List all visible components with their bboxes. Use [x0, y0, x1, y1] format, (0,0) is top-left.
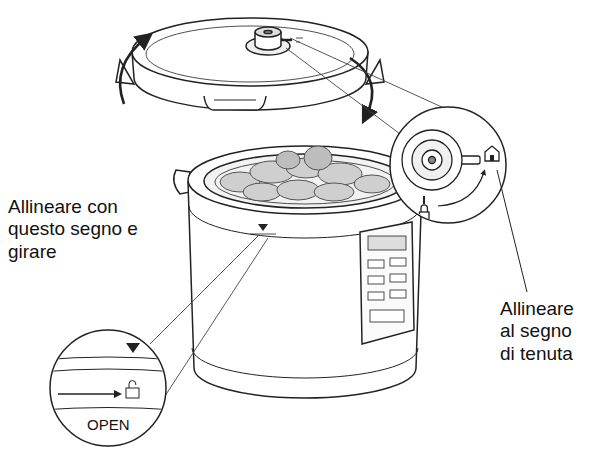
panel-button	[368, 260, 384, 268]
zoom-leader	[150, 236, 268, 396]
rim-line	[40, 408, 176, 411]
potato	[304, 146, 332, 170]
mark-detail	[40, 330, 176, 446]
valve-detail	[390, 107, 506, 223]
potato	[276, 151, 300, 169]
detail-circle	[390, 107, 506, 223]
lock-icon-shackle	[421, 205, 427, 212]
valve-ring	[412, 140, 452, 180]
panel-button	[370, 310, 404, 322]
potato	[354, 175, 390, 193]
pot-base-line	[192, 348, 418, 378]
lid-handle-grip	[214, 100, 256, 101]
zoom-line	[165, 238, 268, 396]
zoom-line	[286, 48, 400, 134]
control-panel	[360, 222, 414, 344]
potato	[314, 183, 354, 201]
valve-outer	[402, 130, 462, 190]
pot-rim	[188, 146, 422, 214]
potato	[243, 183, 281, 201]
open-lock-shackle	[129, 381, 136, 388]
seal-icon	[485, 146, 499, 161]
valve-hole	[429, 157, 436, 164]
zoom-line	[150, 236, 258, 344]
lock-icon-body	[420, 212, 430, 219]
potato	[277, 180, 319, 200]
panel-button	[390, 290, 406, 298]
rotate-arrow	[120, 38, 146, 104]
mark-detail-content	[40, 343, 176, 410]
valve-hole	[264, 30, 272, 33]
rim-line	[40, 357, 176, 360]
pot-mark-line	[250, 234, 276, 235]
detail-circle	[50, 330, 166, 446]
valve-top-view	[402, 130, 499, 219]
turn-arrow	[438, 172, 484, 206]
valve-cap	[422, 150, 442, 170]
zoom-line	[290, 38, 444, 108]
align-mark	[258, 224, 268, 231]
lid-ring	[146, 26, 354, 82]
leader-line	[497, 170, 527, 292]
panel-button	[368, 276, 384, 284]
panel-button	[390, 274, 406, 282]
rotate-arrows	[120, 38, 372, 116]
lid-handle	[204, 96, 266, 110]
panel-buttons	[368, 258, 406, 322]
mark-text: OPEN	[87, 416, 130, 434]
lid	[116, 18, 384, 110]
rim-line	[40, 369, 176, 372]
lid-top	[132, 18, 368, 86]
panel-display	[368, 236, 406, 250]
panel-button	[368, 292, 384, 300]
release-tick	[423, 196, 425, 204]
valve-pointer	[281, 39, 292, 42]
valve-top	[255, 27, 281, 37]
callout-text: Allineare al segno di tenuta	[500, 298, 586, 365]
seal-icon-door	[490, 155, 494, 161]
align-triangle	[126, 343, 140, 353]
panel-button	[390, 258, 406, 266]
open-lock-body	[126, 388, 139, 398]
align-arrow	[58, 393, 118, 395]
potatoes	[220, 146, 390, 201]
callout-text: Allineare con questo segno e girare	[8, 196, 148, 263]
